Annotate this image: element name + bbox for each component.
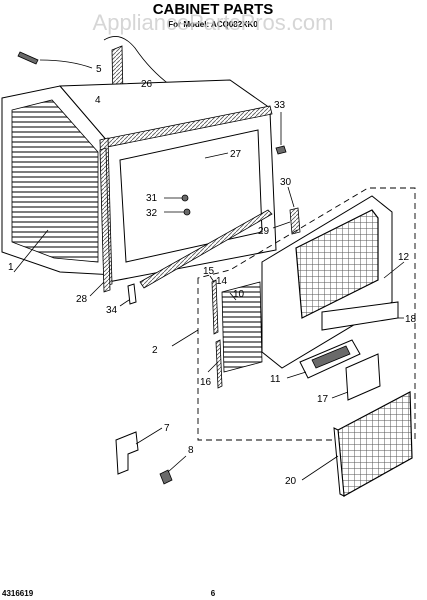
callout-12: 12 xyxy=(398,252,410,263)
part-20-front-grille xyxy=(301,391,413,497)
callout-5: 5 xyxy=(96,64,102,75)
callout-11: 11 xyxy=(270,374,281,385)
callout-20: 20 xyxy=(285,476,297,487)
callout-14: 14 xyxy=(216,276,228,287)
callout-28: 28 xyxy=(76,294,88,305)
assembly-boundary xyxy=(197,187,416,441)
part-34-clip xyxy=(119,283,137,307)
part-12-front-panel xyxy=(261,195,405,369)
callout-1: 1 xyxy=(8,262,14,273)
callout-17: 17 xyxy=(317,394,329,405)
part-11-knob-panel xyxy=(286,339,361,379)
callout-29: 29 xyxy=(258,226,270,237)
part-7-mounting-bracket xyxy=(115,427,163,475)
footer-part-code: 4316619 xyxy=(2,589,34,598)
callout-18: 18 xyxy=(405,314,417,325)
part-10-louver-assembly xyxy=(221,281,263,373)
callout-34: 34 xyxy=(106,305,118,316)
callout-7: 7 xyxy=(164,423,170,434)
part-33-screw xyxy=(275,112,287,155)
page-title: CABINET PARTS xyxy=(153,1,274,18)
callout-10: 10 xyxy=(233,289,245,300)
callout-31: 31 xyxy=(146,193,158,204)
callout-16: 16 xyxy=(200,377,212,388)
callout-2: 2 xyxy=(152,345,158,356)
callout-30: 30 xyxy=(280,177,292,188)
part-18-filter xyxy=(321,301,404,331)
part-17-label-plate xyxy=(331,353,381,401)
part-30-29-bracket xyxy=(272,186,301,235)
watermark: AppliancePartsPros.com xyxy=(93,10,334,35)
part-1-cabinet-wrapper xyxy=(1,79,272,276)
page-subtitle: For Model: ACQ082XK0 xyxy=(168,20,258,29)
callout-27: 27 xyxy=(230,149,242,160)
part-8-screw xyxy=(159,455,187,485)
parts-31-32-screws xyxy=(164,194,191,216)
callout-26: 26 xyxy=(141,79,153,90)
footer-page-number: 6 xyxy=(211,589,216,598)
part-28-seal xyxy=(89,147,111,297)
bottom-seal-strip xyxy=(139,209,273,289)
callout-4: 4 xyxy=(95,95,101,106)
part-5-insulation-strip xyxy=(17,51,93,69)
part-2-leader xyxy=(171,329,199,347)
callout-15: 15 xyxy=(203,266,215,277)
callout-33: 33 xyxy=(274,100,286,111)
parts-14-15-16-vanes xyxy=(207,275,223,389)
callout-32: 32 xyxy=(146,208,158,219)
callout-8: 8 xyxy=(188,445,194,456)
